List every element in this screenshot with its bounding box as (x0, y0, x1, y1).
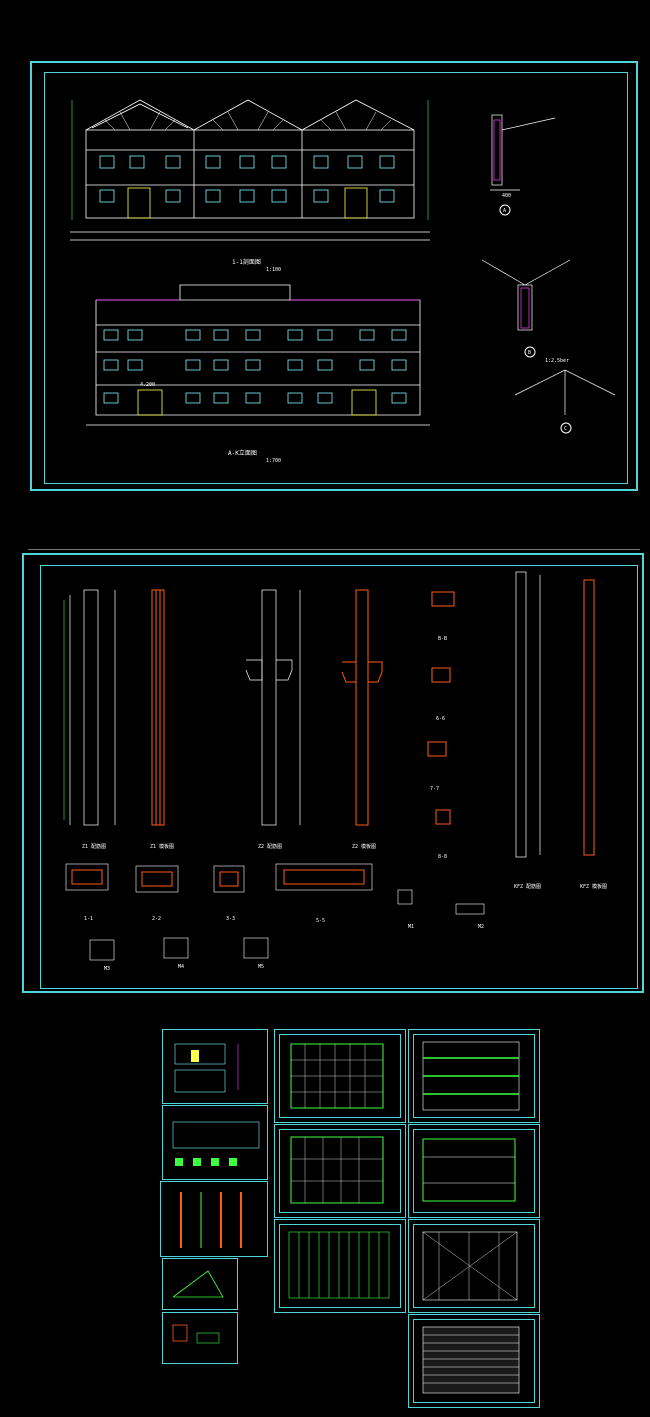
thumb-plan-2[interactable] (408, 1029, 540, 1123)
sec-label-1: 1-1 (84, 916, 93, 922)
thumb-plan-5[interactable] (274, 1219, 406, 1313)
sec-label-3: 3-3 (226, 916, 235, 922)
column-labels-text: Z1 配筋图 Z1 模板图 Z2 配筋图 Z2 模板图 KFZ 配筋图 KFZ … (82, 843, 607, 890)
thumb-columns[interactable] (160, 1181, 268, 1257)
thumb-elevations-art (174, 1043, 239, 1093)
thumb-plan-4-border (413, 1129, 535, 1213)
column-z2-template (341, 589, 383, 826)
thumb-plan-6-border (413, 1224, 535, 1308)
detail-marker-b (524, 346, 536, 358)
sec-label-8: 8-8 (438, 854, 447, 860)
section-boxes (71, 591, 455, 887)
column-z2-elevation (245, 589, 301, 826)
thumb-plan-6-art (422, 1231, 518, 1301)
column-kfz-elevation (515, 571, 541, 858)
section-truss-webs (104, 111, 392, 131)
elevation-title: A-K立面图 (228, 449, 257, 457)
thumb-plan-6[interactable] (408, 1219, 540, 1313)
m-labels-text: M1 M2 M3 M4 M5 (104, 924, 484, 972)
thumb-details[interactable] (162, 1312, 238, 1364)
col-label-z2-form: Z2 模板图 (352, 843, 376, 850)
thumb-plan-2-art (422, 1041, 520, 1111)
elevation-drawings: 1-1剖面图 1:100 4.200 A-K立面图 1:700 (70, 99, 616, 464)
m-label-4: M4 (178, 964, 184, 970)
detail-mark-c: C (564, 426, 567, 432)
m-label-3: M3 (104, 966, 110, 972)
section-doors (127, 187, 368, 219)
section-scale: 1:100 (266, 267, 281, 273)
section-1-1 (70, 99, 430, 241)
sec-label-b: B-B (438, 636, 447, 642)
thumb-truss-art (172, 1270, 224, 1298)
m-details (89, 889, 485, 961)
thumb-plan-3[interactable] (274, 1124, 406, 1218)
elevation-scale: 1:700 (266, 458, 281, 464)
drawing-sheet-columns[interactable] (22, 553, 644, 993)
sec-label-7: 7-7 (430, 786, 439, 792)
detail-mark-b: B (528, 350, 531, 356)
section-windows (99, 155, 395, 203)
thumb-plan-4-art (422, 1138, 516, 1202)
detail-b-insulation (520, 287, 530, 329)
detail-a-insulation (493, 119, 501, 181)
col-label-z1-rebar: Z1 配筋图 (82, 843, 106, 850)
thumb-plan-7-art (422, 1326, 520, 1394)
section-title: 1-1剖面图 (232, 258, 261, 266)
thumb-elevation-2[interactable] (162, 1105, 268, 1180)
detail-marker-c (560, 422, 572, 434)
detail-a (490, 114, 556, 191)
col-label-z1-form: Z1 模板图 (150, 843, 174, 850)
m-label-5: M5 (258, 964, 264, 970)
thumb-details-art (172, 1324, 220, 1344)
thumb-plan-7[interactable] (408, 1314, 540, 1408)
thumb-truss[interactable] (162, 1258, 238, 1310)
thumb-plan-5-art (288, 1231, 390, 1299)
col-label-kfz-rebar: KFZ 配筋图 (514, 883, 541, 890)
separator-line (28, 549, 640, 550)
thumb-plan-2-border (413, 1034, 535, 1118)
level-label: 4.200 (140, 382, 155, 388)
elevation-windows (103, 329, 407, 404)
section-level-marks (71, 100, 429, 220)
m-label-2: M2 (478, 924, 484, 930)
thumb-plan-1-art (290, 1043, 384, 1109)
detail-b (481, 259, 571, 331)
thumb-plan-3-border (279, 1129, 401, 1213)
thumb-plan-7-border (413, 1319, 535, 1403)
thumb-elevation-2-art (172, 1121, 260, 1166)
sec-label-5: 5-5 (316, 918, 325, 924)
section-box-frames (65, 863, 373, 893)
thumb-plan-5-border (279, 1224, 401, 1308)
sec-label-6: 6-6 (436, 716, 445, 722)
sheet-border-inner-2 (40, 565, 638, 989)
sec-label-2: 2-2 (152, 916, 161, 922)
thumb-elevations[interactable] (162, 1029, 268, 1104)
thumb-columns-art (180, 1192, 242, 1248)
detail-c (514, 369, 616, 415)
detail-marker-a (499, 204, 511, 216)
thumb-plan-1[interactable] (274, 1029, 406, 1123)
drawing-sheet-elevations[interactable] (30, 61, 638, 491)
thumb-plan-3-art (290, 1136, 384, 1204)
thumb-plan-1-border (279, 1034, 401, 1118)
col-label-z2-rebar: Z2 配筋图 (258, 843, 282, 850)
detail-dimension: 400 (502, 193, 511, 199)
col-label-kfz-form: KFZ 模板图 (580, 883, 607, 890)
thumb-plan-4[interactable] (408, 1124, 540, 1218)
elevation-doors (137, 389, 377, 416)
section-labels-text: 1-1 2-2 3-3 5-5 6-6 7-7 8-8 B-B (84, 636, 447, 924)
column-z1-template (151, 589, 165, 826)
sheet-border-inner (44, 72, 628, 484)
detail-scale: 1:2.5ber (545, 358, 569, 364)
column-kfz-template (583, 579, 595, 856)
column-z1-elevation (69, 589, 116, 826)
column-drawings: Z1 配筋图 Z1 模板图 Z2 配筋图 Z2 模板图 KFZ 配筋图 KFZ … (63, 571, 607, 972)
detail-mark-a: A (503, 208, 506, 214)
m-label-1: M1 (408, 924, 414, 930)
